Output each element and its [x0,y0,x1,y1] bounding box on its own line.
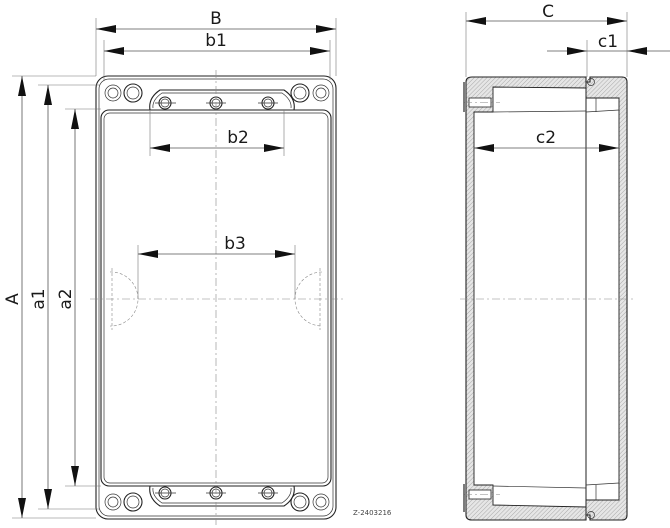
side-view: C c1 c2 [460,2,670,521]
front-view: B b1 b2 b3 A a1 a2 [3,9,345,525]
drawing-number: Z-2403216 [353,509,392,517]
corner-holes-top [104,83,330,103]
dim-label-a2: a2 [56,288,76,309]
dim-label-b1: b1 [205,31,227,51]
dim-label-c1: c1 [598,32,618,52]
dim-label-C: C [542,2,554,22]
mounting-holes-bottom [155,486,278,500]
dim-label-b3: b3 [224,234,246,254]
corner-holes-bottom [104,492,330,512]
dim-label-c2: c2 [536,128,556,148]
dim-label-A: A [3,293,23,305]
dim-label-B: B [210,9,222,29]
dim-label-a1: a1 [29,288,49,309]
dim-label-b2: b2 [227,128,249,148]
mounting-holes-top [155,96,278,110]
